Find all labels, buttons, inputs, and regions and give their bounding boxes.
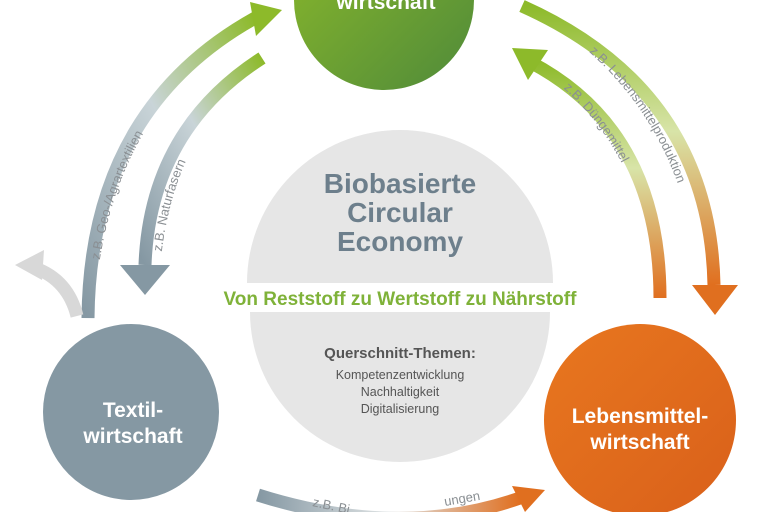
center-tagline: Von Reststoff zu Wertstoff zu Nährstoff: [224, 289, 578, 310]
arrow-right-inner: [512, 48, 667, 299]
node-top-label: wirtschaft: [335, 0, 435, 14]
node-top: wirtschaft: [294, 0, 474, 90]
cross-topics-title: Querschnitt-Themen:: [324, 345, 476, 362]
label-bottom-b: ungen: [443, 488, 481, 509]
label-right-inner: z.B. Düngemittel: [561, 79, 632, 164]
center-title-2: Circular: [347, 197, 453, 228]
node-textil-line1: Textil-: [103, 399, 163, 422]
arrow-left-outer: [81, 2, 282, 319]
label-bottom-a: z.B. Bi: [311, 494, 351, 512]
cross-topic-2: Nachhaltigkeit: [361, 385, 440, 399]
label-left-outer: z.B. Geo-/Agrartextilien: [88, 128, 146, 261]
arrow-bottom: [256, 486, 545, 512]
node-lebensmittel-line1: Lebensmittel-: [572, 405, 709, 428]
node-lebensmittel: Lebensmittel- wirtschaft: [544, 324, 736, 512]
arrow-right-outer: [519, 0, 738, 315]
cross-topic-3: Digitalisierung: [361, 402, 440, 416]
arrow-outflow: [15, 250, 84, 318]
svg-text:z.B. Geo-/Agrartextilien: z.B. Geo-/Agrartextilien: [88, 128, 146, 261]
node-textil: Textil- wirtschaft: [43, 324, 219, 500]
node-textil-line2: wirtschaft: [82, 425, 182, 448]
cross-topic-1: Kompetenzentwicklung: [336, 368, 465, 382]
svg-text:z.B. Düngemittel: z.B. Düngemittel: [561, 79, 632, 164]
center-disc: [247, 130, 553, 462]
node-lebensmittel-line2: wirtschaft: [589, 431, 689, 454]
center-title-3: Economy: [337, 226, 463, 257]
center-title-1: Biobasierte: [324, 168, 477, 199]
arrow-left-inner: [120, 52, 266, 295]
